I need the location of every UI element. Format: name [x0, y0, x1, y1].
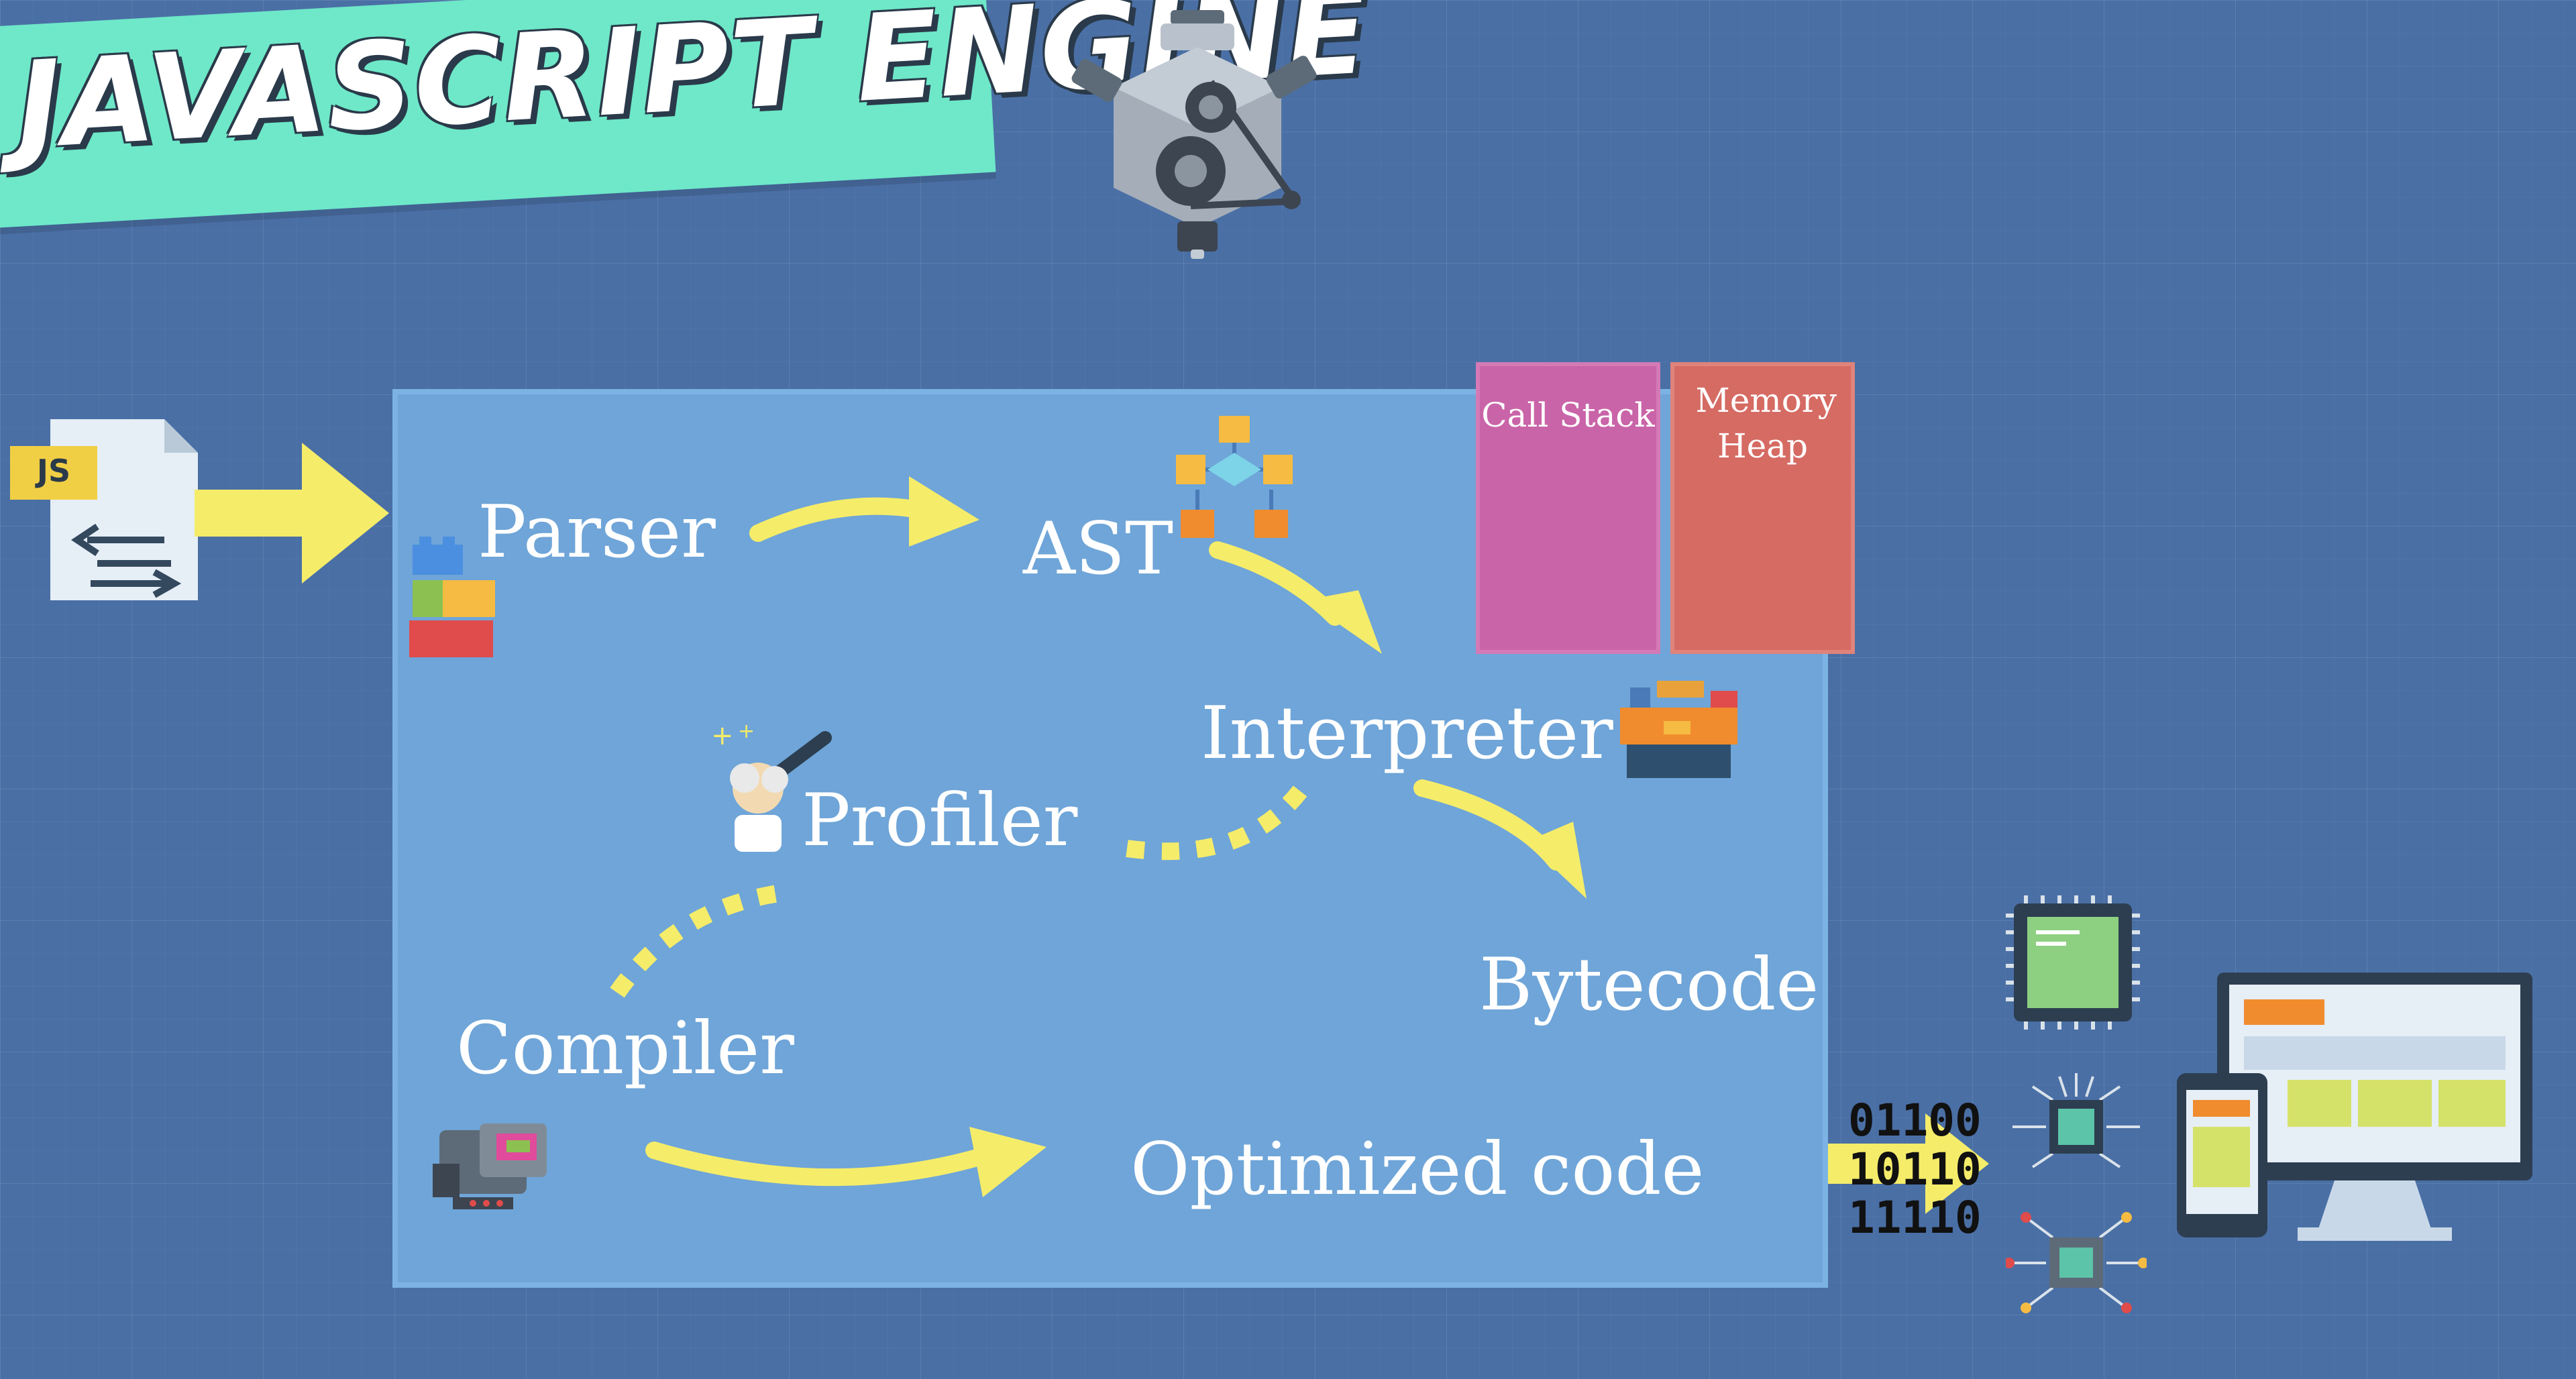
input-arrow: [195, 443, 389, 584]
stage-profiler: Profiler: [802, 779, 1078, 863]
memory-heap-box: Memory Heap: [1670, 362, 1855, 654]
js-file-icon: [10, 419, 198, 600]
binary-line: 10110: [1848, 1143, 1982, 1195]
stage-optimized-code: Optimized code: [1130, 1127, 1705, 1211]
circuit-icon: [2012, 1073, 2140, 1168]
devices-icon: [2177, 973, 2532, 1241]
stage-bytecode: Bytecode: [1479, 943, 1819, 1027]
dotted-profiler-interpreter: [1126, 779, 1312, 861]
machine-icon: [433, 1123, 547, 1209]
memory-heap-label: Memory Heap: [1695, 381, 1837, 465]
toolbox-icon: [1620, 681, 1737, 778]
arrow-parser-ast: [749, 497, 928, 542]
scientist-icon: + +: [711, 724, 832, 852]
cpu-chip-icon: [2006, 895, 2140, 1030]
binary-line: 01100: [1848, 1095, 1982, 1146]
stage-ast: AST: [1023, 507, 1174, 591]
lego-blocks-icon: [409, 537, 495, 657]
js-file-badge: JS: [36, 453, 71, 489]
dotted-compiler-profiler: [610, 883, 790, 998]
binary-line: 11110: [1848, 1192, 1982, 1244]
arrow-compiler-optimized: [645, 1142, 988, 1187]
arrowhead-compiler-optimized: [969, 1127, 1046, 1197]
stage-compiler: Compiler: [456, 1007, 794, 1091]
output-arrow-shaft: [1828, 1144, 1935, 1184]
output-arrow-head: [1925, 1113, 1989, 1214]
arrowhead-ast-interpreter: [1305, 590, 1382, 654]
binary-output: 01100 10110 11110: [1848, 1095, 1982, 1244]
call-stack-label: Call Stack: [1481, 396, 1655, 435]
circuit-icon: [2006, 1212, 2147, 1313]
arrowhead-interpreter-bytecode: [1526, 822, 1587, 899]
engine-icon: [1071, 10, 1317, 259]
stage-parser: Parser: [478, 490, 716, 574]
tree-structure-icon: [1176, 416, 1293, 538]
svg-text:+: +: [738, 724, 755, 743]
call-stack-box: Call Stack: [1476, 362, 1660, 654]
svg-text:+: +: [711, 724, 734, 751]
arrowhead-parser-ast: [909, 476, 979, 547]
stage-interpreter: Interpreter: [1201, 692, 1613, 775]
